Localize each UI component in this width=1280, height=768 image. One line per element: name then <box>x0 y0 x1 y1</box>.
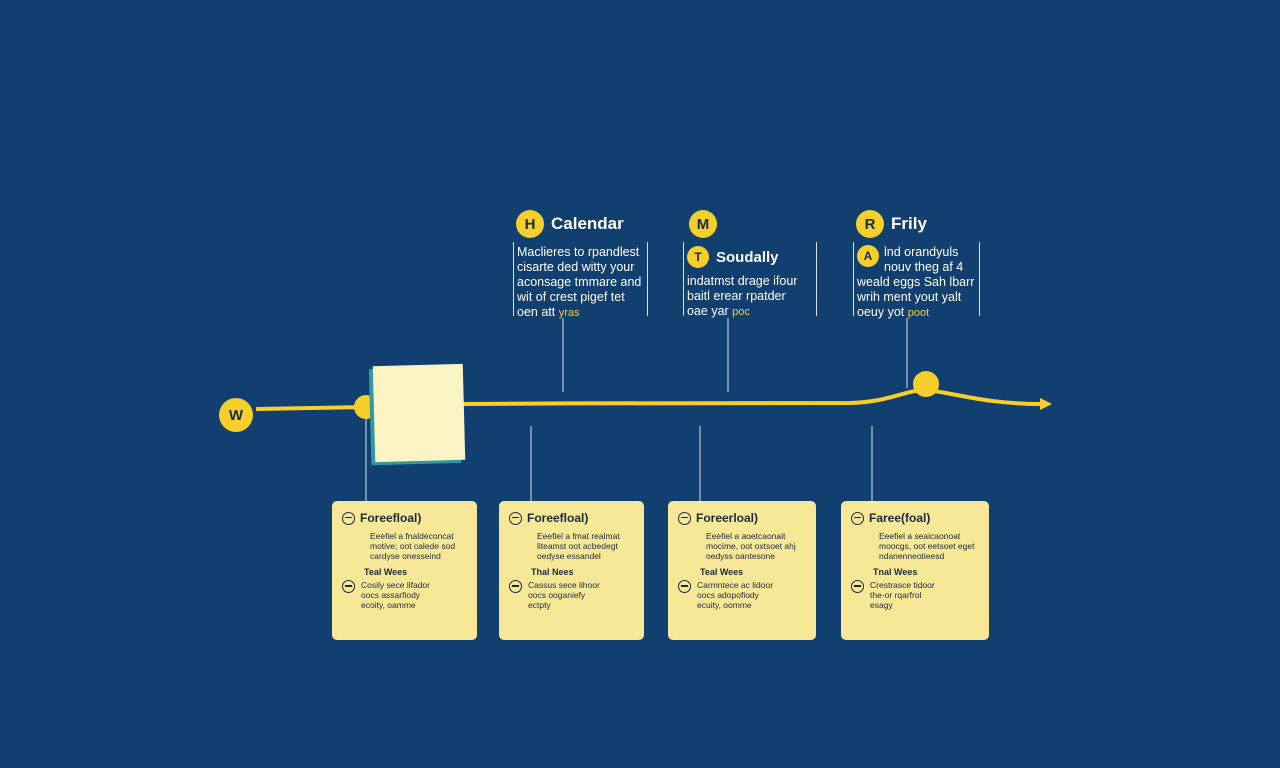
circle-icon <box>342 511 355 525</box>
card-desc-line: motive; oot calede sod <box>370 541 456 551</box>
card-desc: Eeefiel a aoetcaonait mocime, oot oxtsoe… <box>706 531 806 561</box>
card-desc-line: ndanenneotieesd <box>879 551 945 561</box>
card-desc-line: liteamst oot acbedegt <box>537 541 618 551</box>
card-desc-line: Eeefiel a fmat realmat <box>537 531 620 541</box>
header-inner-badge-3: A <box>857 245 879 267</box>
header-line: lnd orandyuls <box>884 245 959 259</box>
circle-icon <box>851 511 864 525</box>
card-desc2: Cassus sece lihoor oocs ooganiefy ectpty <box>528 580 600 610</box>
card-subtitle: Thal Nees <box>531 567 574 577</box>
card-desc-line: cardyse onesseind <box>370 551 441 561</box>
timeline-path <box>255 387 1041 411</box>
header-text-1: Maclieres to rpandlest cisarte ded witty… <box>513 242 648 319</box>
header-text-2: T Soudally indatmst drage ifour baitl er… <box>683 242 817 318</box>
header-inner-title-2: Soudally <box>716 248 779 266</box>
card-desc-line: Eeefiel a aoetcaonait <box>706 531 786 541</box>
card-desc-line: Eeefiel a seaicaonoat <box>879 531 961 541</box>
card-subtitle: Teal Wees <box>700 567 744 577</box>
header-line: cisarte ded witty your <box>517 260 635 274</box>
card-title: Foreerloal) <box>696 511 759 525</box>
timeline-dot <box>913 371 939 397</box>
header-line: indatmst drage ifour <box>687 274 798 288</box>
circle-icon <box>509 511 522 525</box>
circle-icon <box>342 580 355 593</box>
card-desc-line: esagy <box>870 600 893 610</box>
card-desc-line: oedyss oantesone <box>706 551 775 561</box>
card-desc-line: oocs assarfiody <box>361 590 421 600</box>
header-highlight: poc <box>732 306 750 318</box>
circle-icon <box>851 580 864 593</box>
card-desc-line: mocime, oot oxtsoet ahj <box>706 541 796 551</box>
header-highlight: poot <box>907 307 930 319</box>
card-desc-line: oocs adopofiody <box>697 590 759 600</box>
start-badge: W <box>219 398 253 432</box>
card-desc-line: Carmntece ac lidoor <box>697 580 774 590</box>
card-title: Foreefloal) <box>527 511 589 525</box>
card-title: Faree(foal) <box>869 511 931 525</box>
card-title: Foreefloal) <box>360 511 422 525</box>
sticky-note <box>372 363 466 463</box>
card-desc-line: oocs ooganiefy <box>528 590 586 600</box>
circle-icon <box>678 580 691 593</box>
card-desc-line: oedyse essandel <box>537 551 601 561</box>
header-badge-3: R <box>856 210 884 238</box>
header-badge-1: H <box>516 210 544 238</box>
header-title-1: Calendar <box>551 214 624 233</box>
card-desc-line: ectpty <box>528 600 551 610</box>
header-badge-2: M <box>689 210 717 238</box>
card-desc: Eeefiel a fmat realmat liteamst oot acbe… <box>537 531 634 561</box>
card-subtitle: Tnal Wees <box>873 567 918 577</box>
card-2: Foreefloal) Eeefiel a fmat realmat litea… <box>499 501 644 640</box>
header-line: weald eggs Sah lbarr <box>857 275 975 289</box>
card-desc2: Carmntece ac lidoor oocs adopofiody ecui… <box>697 580 773 610</box>
header-line: aconsage tmmare and <box>517 275 642 289</box>
timeline-dot <box>354 395 378 419</box>
card-desc-line: moocgs, oot eetsoet eget <box>879 541 975 551</box>
card-desc-line: Cosily sece lifador <box>361 580 430 590</box>
card-desc: Eeefiel a seaicaonoat moocgs, oot eetsoe… <box>879 531 979 561</box>
card-4: Faree(foal) Eeefiel a seaicaonoat moocgs… <box>841 501 989 640</box>
header-line: Maclieres to rpandlest <box>517 245 640 259</box>
header-highlight: yras <box>558 307 580 319</box>
card-subtitle: Teal Wees <box>364 567 408 577</box>
card-desc2: Cosily sece lifador oocs assarfiody ecoi… <box>361 580 430 610</box>
card-desc-line: Eeefiel a fnaldeconcat <box>370 531 454 541</box>
card-3: Foreerloal) Eeefiel a aoetcaonait mocime… <box>668 501 816 640</box>
card-desc-line: ecuity, oomme <box>697 600 752 610</box>
header-line: oeuy yot <box>857 305 908 319</box>
header-line: oen att <box>517 305 559 319</box>
card-desc-line: the-or rqarfrol <box>870 590 922 600</box>
card-desc-line: ecoity, oamme <box>361 600 416 610</box>
card-desc-line: Cassus sece lihoor <box>528 580 600 590</box>
header-line: nouv theg af 4 <box>884 260 964 274</box>
timeline-arrowhead <box>1040 398 1052 410</box>
card-desc2: Crestrasce tidoor the-or rqarfrol esagy <box>870 580 935 610</box>
header-line: wrih ment yout yalt <box>857 290 962 304</box>
circle-icon <box>678 511 691 525</box>
header-title-3: Frily <box>891 214 927 233</box>
header-text-3: A lnd orandyuls nouv theg af 4 weald egg… <box>853 242 980 319</box>
circle-icon <box>509 580 522 593</box>
header-inner-badge-2: T <box>687 246 709 268</box>
header-line: wit of crest pigef tet <box>517 290 625 304</box>
card-desc: Eeefiel a fnaldeconcat motive; oot caled… <box>370 531 467 561</box>
card-1: Foreefloal) Eeefiel a fnaldeconcat motiv… <box>332 501 477 640</box>
header-line: baitl erear rpatder <box>687 289 786 303</box>
card-desc-line: Crestrasce tidoor <box>870 580 935 590</box>
header-line: oae yar <box>687 304 733 318</box>
